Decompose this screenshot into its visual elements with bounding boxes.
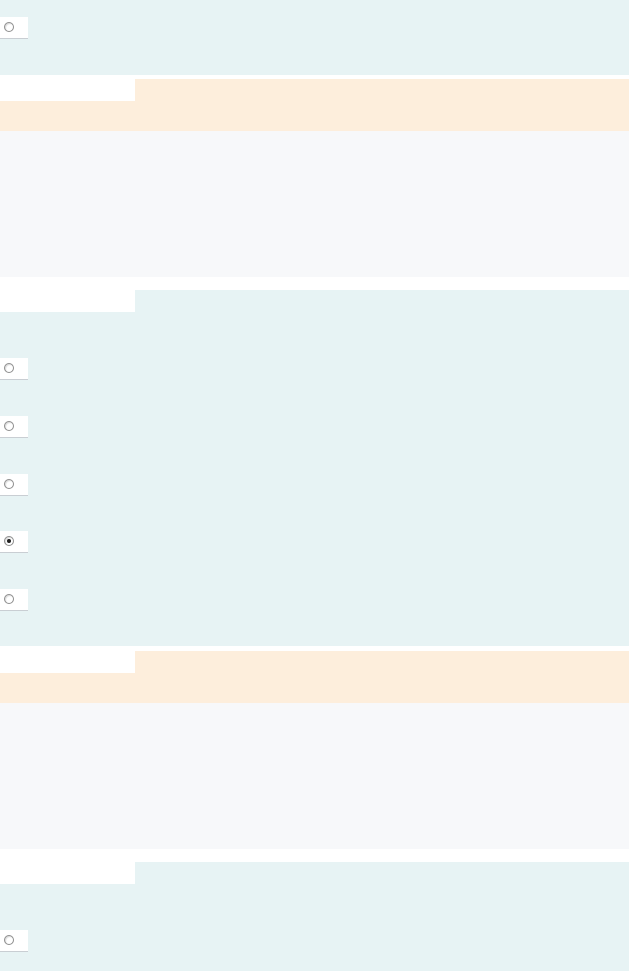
section-tab-3 [0,651,135,673]
radio-circle-icon [4,421,14,431]
options-panel-middle [0,290,629,646]
radio-circle-icon [4,22,14,32]
options-panel-top [0,0,629,75]
options-panel-bottom [0,862,629,971]
section-tab-2 [0,290,135,312]
radio-option-bottom-1[interactable] [0,930,28,952]
radio-circle-icon [4,363,14,373]
radio-option-middle-2[interactable] [0,416,28,438]
radio-option-middle-1[interactable] [0,358,28,380]
radio-option-middle-3[interactable] [0,474,28,496]
radio-circle-icon [4,479,14,489]
radio-circle-icon [4,536,14,546]
section-header-peach-1 [0,79,629,131]
radio-option-middle-5[interactable] [0,589,28,611]
radio-option-top-1[interactable] [0,17,28,39]
content-panel-2 [0,703,629,849]
section-tab-4 [0,862,135,884]
content-panel-1 [0,131,629,277]
section-header-peach-2 [0,651,629,703]
radio-circle-icon [4,935,14,945]
radio-option-middle-4[interactable] [0,531,28,553]
radio-circle-icon [4,594,14,604]
section-tab-1 [0,79,135,101]
